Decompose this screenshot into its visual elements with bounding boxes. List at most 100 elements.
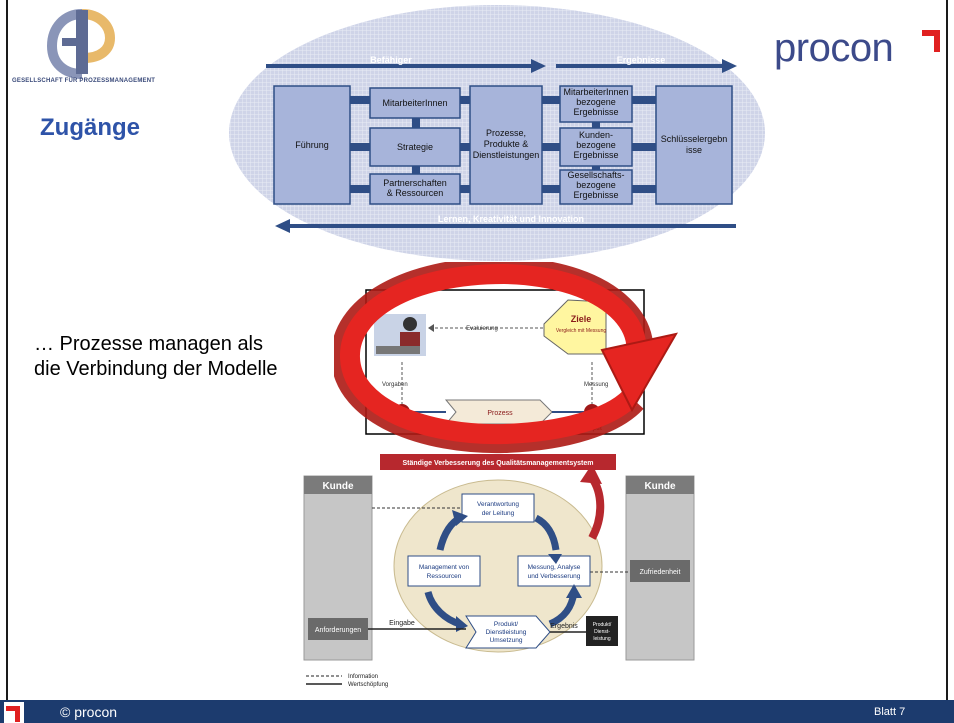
evaluation-arrowhead-icon: [428, 324, 434, 332]
cycle-arrowhead-icon: [600, 332, 678, 413]
partnerships-label-1: Partnerschaften: [383, 178, 447, 188]
cycle-arrowhead-4-icon: [566, 584, 582, 598]
customer-results-label-2: bezogene: [576, 140, 616, 150]
enablers-label: Befähiger: [370, 55, 412, 65]
enablers-arrowhead-icon: [531, 59, 546, 73]
key-results-label-1: Schlüsselergebn: [661, 134, 728, 144]
satisfaction-label: Zufriedenheit: [640, 569, 681, 576]
people-results-label-2: bezogene: [576, 97, 616, 107]
cycle-arrowhead-3-icon: [456, 616, 468, 632]
measurement-label-2: und Verbesserung: [528, 573, 581, 580]
people-label: MitarbeiterInnen: [382, 98, 447, 108]
society-results-box: [559, 169, 633, 205]
process-model-diagram: Evaluierung Ziele Vergleich mit Messung …: [334, 262, 678, 454]
key-results-box: [655, 85, 733, 205]
subtitle: … Prozesse managen als die Verbindung de…: [34, 332, 278, 382]
specs-label: Vorgaben: [382, 382, 408, 388]
gp-logo-icon: [46, 9, 116, 79]
product-box-label-1: Produkt/: [593, 622, 612, 628]
responsibility-label-1: Verantwortung: [477, 501, 519, 508]
footer-logo-icon: [4, 702, 24, 723]
cycle-arrowhead-1-icon: [452, 510, 468, 526]
responsibility-box: [461, 493, 535, 523]
product-realization-label-3: Umsetzung: [490, 637, 523, 644]
footer-page-number: Blatt 7: [874, 706, 906, 718]
cycle-arrow: [340, 263, 647, 445]
partnerships-label-2: & Ressourcen: [387, 188, 444, 198]
resources-label-2: Ressourcen: [427, 573, 462, 580]
requirements-label: Anforderungen: [315, 627, 361, 634]
society-results-label-2: bezogene: [576, 180, 616, 190]
requirements-box: [308, 618, 368, 640]
goals-sub: Vergleich mit Messung: [556, 328, 607, 334]
footer-bar: © procon Blatt 7: [0, 700, 954, 723]
customer-left-label: Kunde: [322, 481, 354, 492]
strategy-box: [369, 127, 461, 167]
leadership-box: [273, 85, 351, 205]
leadership-label: Führung: [295, 140, 329, 150]
process-label: Prozess: [487, 410, 513, 417]
people-box: [369, 87, 461, 119]
legend-info-label: Information: [348, 674, 378, 680]
people-results-label-1: MitarbeiterInnen: [563, 87, 628, 97]
footer-copyright: © procon: [60, 704, 118, 720]
satisfaction-box: [630, 560, 690, 582]
improvement-banner: [380, 454, 616, 470]
resources-label-1: Management von: [419, 564, 470, 571]
responsibility-label-2: der Leitung: [482, 510, 515, 517]
processes-box: [469, 85, 543, 205]
product-realization-chevron: [465, 615, 551, 649]
subtitle-line-1: … Prozesse managen als: [34, 333, 264, 355]
product-box-label-2: Dienst-: [594, 629, 610, 635]
learning-label: Lernen, Kreativität und Innovation: [438, 214, 584, 224]
resources-box: [407, 555, 481, 587]
process-cycle-ellipse: [393, 479, 603, 653]
product-box-label-3: leistung: [593, 636, 610, 642]
key-results-label-2: isse: [686, 145, 702, 155]
processes-label-2: Produkte &: [484, 139, 529, 149]
measurement-label: Messung: [584, 382, 608, 388]
result-label: Ergebnis: [550, 623, 578, 630]
slide-border-left: [6, 0, 8, 700]
legend-value-label: Wertschöpfung: [348, 682, 388, 688]
processes-label-1: Prozesse,: [486, 128, 526, 138]
results-label: Ergebnisse: [617, 55, 666, 65]
society-results-label-3: Ergebnisse: [573, 190, 618, 200]
people-results-box: [559, 85, 633, 123]
efqm-model-diagram: Befähiger Ergebnisse: [229, 5, 765, 261]
strategy-label: Strategie: [397, 142, 433, 152]
customer-right-header: [626, 476, 694, 494]
evaluation-label: Evaluierung: [466, 326, 498, 332]
procon-mark-icon: [922, 30, 940, 52]
product-box: [586, 616, 618, 646]
input-label: Eingabe: [389, 620, 415, 627]
subtitle-line-2: die Verbindung der Modelle: [34, 358, 278, 380]
goals-title: Ziele: [571, 314, 592, 324]
customer-results-label-1: Kunden-: [579, 130, 613, 140]
improvement-arrow: [588, 475, 605, 540]
cycle-arrowhead-2-icon: [548, 554, 562, 564]
learning-arrowhead-icon: [275, 219, 290, 233]
processes-label-3: Dienstleistungen: [473, 150, 540, 160]
people-results-label-3: Ergebnisse: [573, 107, 618, 117]
customer-results-box: [559, 127, 633, 167]
product-realization-label-1: Produkt/: [494, 621, 518, 628]
improvement-arrowhead-icon: [580, 464, 602, 484]
page-title: Zugänge: [40, 114, 140, 141]
iso-process-model-diagram: Ständige Verbesserung des Qualitätsmanag…: [303, 454, 695, 688]
slide-border-right: [946, 0, 948, 700]
society-results-label-1: Gesellschafts-: [567, 170, 624, 180]
product-realization-label-2: Dienstleistung: [486, 629, 527, 636]
results-arrowhead-icon: [722, 59, 737, 73]
customer-results-label-3: Ergebnisse: [573, 150, 618, 160]
customer-left-header: [304, 476, 372, 494]
partnerships-box: [369, 173, 461, 205]
procon-logo: procon: [774, 26, 894, 70]
improvement-banner-label: Ständige Verbesserung des Qualitätsmanag…: [402, 460, 593, 467]
measurement-label-1: Messung, Analyse: [528, 564, 581, 571]
gp-caption: GESELLSCHAFT FÜR PROZESSMANAGEMENT: [12, 78, 156, 84]
customer-right-label: Kunde: [644, 481, 676, 492]
manager-person-icon: [374, 314, 426, 356]
cycle-arrow-resp-meas: [534, 514, 560, 551]
